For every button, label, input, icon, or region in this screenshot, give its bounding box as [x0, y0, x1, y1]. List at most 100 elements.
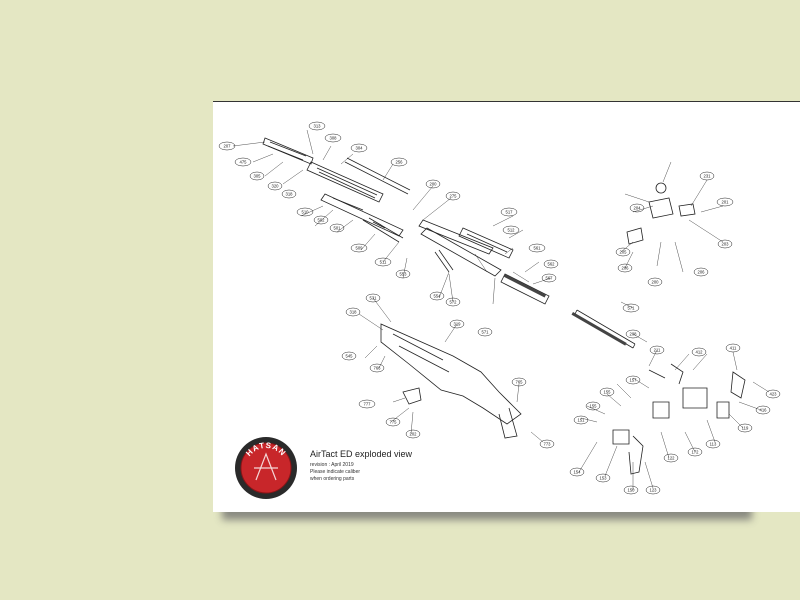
- part-number-label: 256: [396, 160, 404, 165]
- cylinder: [503, 274, 546, 298]
- part-number-label: 766: [374, 366, 382, 371]
- note-line-1: Please indicate caliber: [310, 469, 361, 475]
- leader-lines: [232, 129, 634, 309]
- part-outline: [418, 219, 494, 255]
- part-number-label: 155: [590, 404, 598, 409]
- part-number-label: 571: [628, 306, 636, 311]
- part-outline: [574, 309, 636, 349]
- part-number-label: 154: [574, 470, 582, 475]
- part-number-label: 553: [400, 272, 408, 277]
- leader-lines: [578, 333, 770, 490]
- part-number-label: 318: [286, 192, 294, 197]
- part-number-labels: 207 475 305 320 318 313 308 304 256 200 275 517 512 5…: [224, 124, 778, 493]
- note-line-2: when ordering parts: [310, 476, 355, 482]
- part-number-label: 231: [704, 174, 712, 179]
- part-number-label: 172: [692, 450, 700, 455]
- part-number-label: 567: [546, 276, 554, 281]
- stock-outline: [392, 333, 450, 373]
- part-number-label: 412: [696, 350, 704, 355]
- revision-text: revision : April 2019: [310, 462, 354, 468]
- part-number-label: 308: [330, 136, 338, 141]
- part-outline: [267, 141, 307, 161]
- part-outline: [628, 435, 644, 475]
- part-outline: [730, 371, 746, 399]
- part-number-label: 475: [240, 160, 248, 165]
- part-number-label: 211: [654, 348, 661, 353]
- part-number-label: 119: [742, 426, 749, 431]
- stock-outline: [380, 323, 522, 425]
- part-number-label: 571: [482, 330, 490, 335]
- part-outline: [612, 429, 630, 445]
- part-number-label: 206: [698, 270, 706, 275]
- part-outline: [648, 363, 684, 385]
- part-number-label: 501: [334, 226, 342, 231]
- part-number-label: 200: [652, 280, 660, 285]
- part-number-label: 765: [516, 380, 524, 385]
- callouts: [218, 121, 781, 495]
- part-number-label: 554: [434, 294, 442, 299]
- part-number-label: 561: [534, 246, 542, 251]
- part-outline: [655, 182, 667, 194]
- part-number-label: 512: [508, 228, 516, 233]
- part-number-label: 517: [506, 210, 514, 215]
- part-number-label: 200: [430, 182, 438, 187]
- part-number-label: 151: [578, 418, 586, 423]
- spring: [571, 312, 627, 346]
- part-outline: [306, 161, 384, 203]
- part-number-label: 275: [450, 194, 458, 199]
- part-outline: [716, 401, 730, 419]
- part-outline: [316, 167, 378, 199]
- part-number-label: 304: [356, 146, 364, 151]
- part-outline: [682, 387, 708, 409]
- part-number-label: 123: [650, 488, 658, 493]
- part-number-label: 773: [544, 442, 552, 447]
- part-outline: [648, 197, 674, 219]
- part-outline: [332, 197, 386, 229]
- part-number-label: 511: [380, 260, 387, 265]
- part-number-label: 203: [722, 242, 730, 247]
- part-number-label: 153: [600, 476, 608, 481]
- part-outline: [458, 227, 514, 259]
- part-number-label: 201: [722, 200, 730, 205]
- part-number-label: 411: [730, 346, 737, 351]
- diagram-title: AirTact ED exploded view: [310, 449, 413, 459]
- part-number-label: 416: [760, 408, 768, 413]
- leader-lines: [358, 297, 544, 443]
- part-outline: [362, 217, 404, 243]
- part-number-label: 531: [370, 296, 378, 301]
- part-number-label: 113: [710, 442, 717, 447]
- part-number-label: 305: [254, 174, 262, 179]
- part-number-label: 320: [272, 184, 280, 189]
- part-outline: [678, 203, 696, 217]
- part-number-label: 509: [356, 246, 364, 251]
- part-number-label: 204: [634, 206, 642, 211]
- part-number-label: 150: [628, 488, 636, 493]
- exploded-view-diagram: 207 475 305 320 318 313 308 304 256 200 275 517 512 5…: [218, 121, 781, 495]
- part-number-label: 510: [302, 210, 310, 215]
- part-number-label: 545: [346, 354, 354, 359]
- part-number-label: 313: [314, 124, 322, 129]
- part-number-label: 572: [450, 300, 458, 305]
- part-outline: [402, 387, 422, 405]
- part-number-label: 207: [224, 144, 232, 149]
- part-outline: [500, 273, 550, 305]
- part-outline: [652, 401, 670, 419]
- part-number-label: 319: [454, 322, 462, 327]
- part-outline: [466, 233, 508, 253]
- part-number-label: 205: [620, 250, 628, 255]
- leader-lines: [620, 161, 724, 273]
- exploded-view-sheet: 207 475 305 320 318 313 308 304 256 200 275 517 512 5…: [213, 101, 800, 512]
- part-number-label: 775: [390, 420, 398, 425]
- part-outline: [626, 227, 644, 245]
- part-number-label: 206: [622, 266, 630, 271]
- part-number-label: 423: [770, 392, 778, 397]
- part-outline: [344, 157, 411, 195]
- part-number-label: 202: [410, 432, 418, 437]
- part-number-label: 155: [604, 390, 612, 395]
- part-number-label: 777: [364, 402, 372, 407]
- part-number-label: 208: [630, 332, 638, 337]
- part-number-label: 318: [350, 310, 358, 315]
- part-number-label: 502: [318, 218, 326, 223]
- part-number-label: 157: [630, 378, 638, 383]
- stock-outline: [498, 407, 518, 439]
